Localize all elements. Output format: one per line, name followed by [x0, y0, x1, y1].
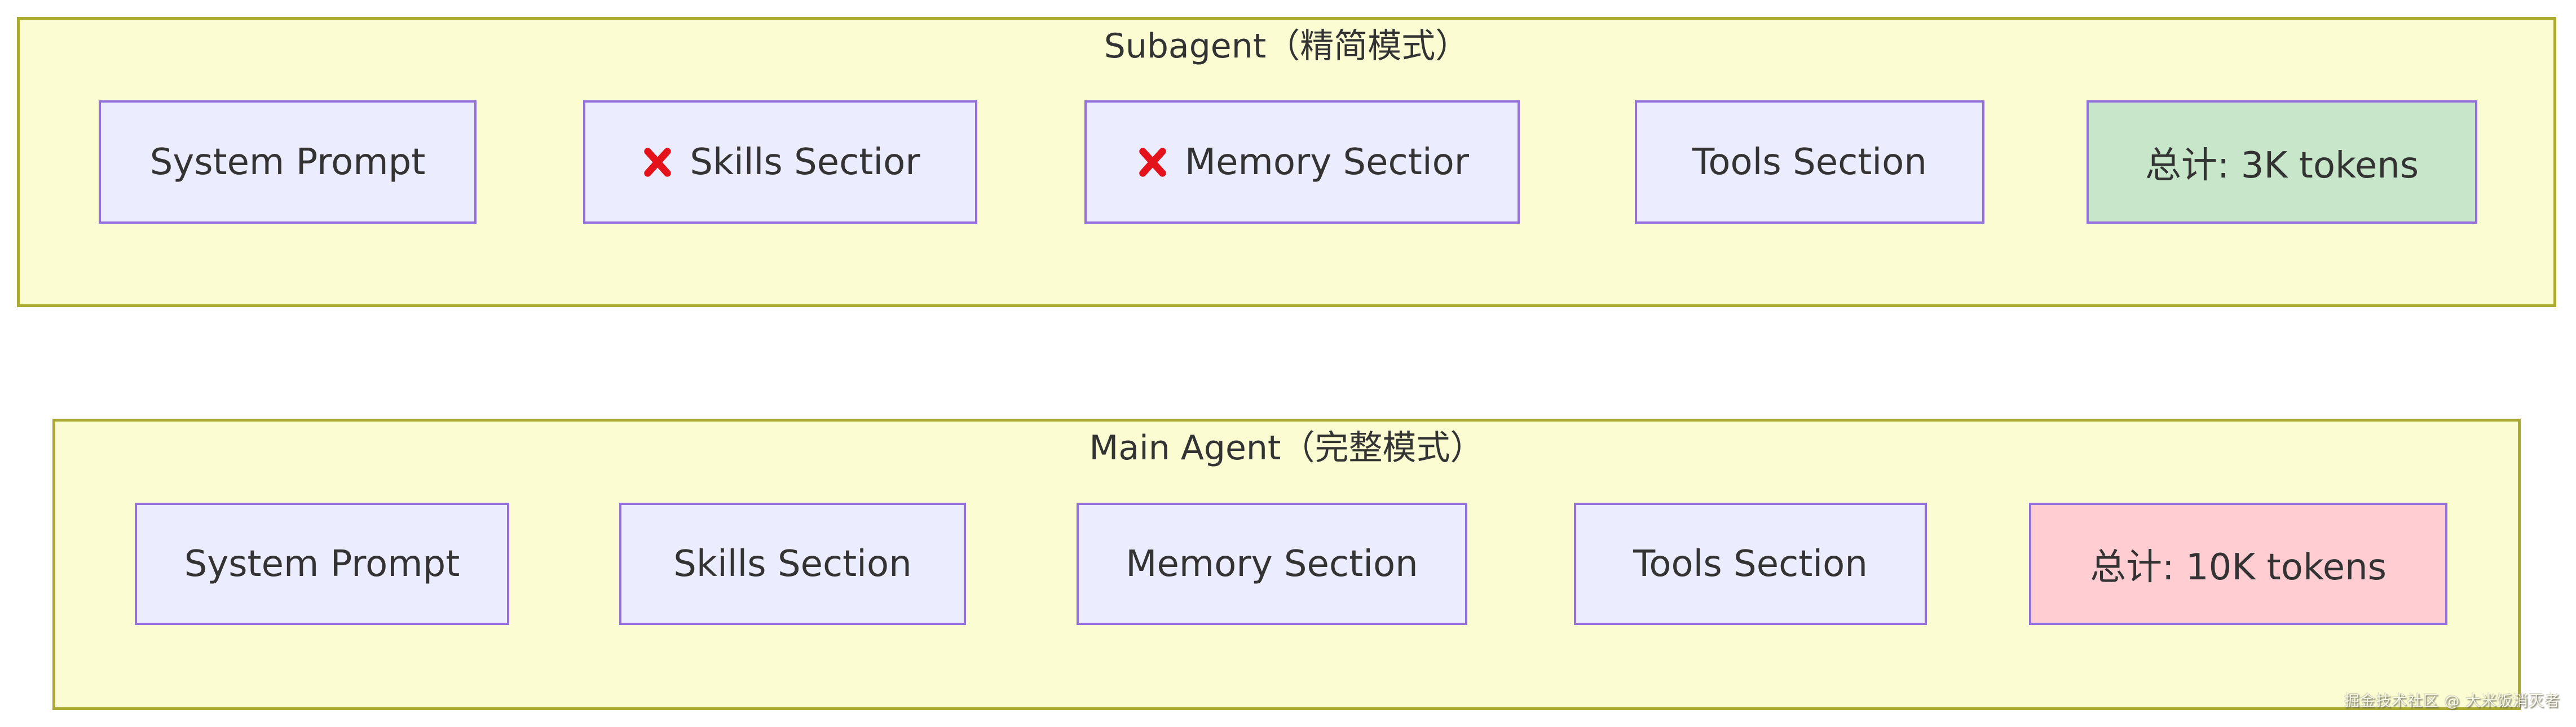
node-subagent-system-prompt: System Prompt	[99, 100, 477, 224]
node-label: Skills Section	[673, 543, 912, 585]
node-label: 总计: 10K tokens	[2090, 546, 2387, 588]
node-subagent-memory-section: Memory Sectior	[1084, 100, 1520, 224]
node-label: Memory Section	[1126, 543, 1418, 585]
node-subagent-tools-section: Tools Section	[1635, 100, 1984, 224]
cross-mark-icon	[644, 147, 672, 177]
node-main-skills-section: Skills Section	[619, 503, 966, 625]
node-main-total-tokens: 总计: 10K tokens	[2029, 503, 2447, 625]
node-label: Skills Sectior	[690, 141, 920, 183]
node-main-system-prompt: System Prompt	[135, 503, 509, 625]
node-subagent-skills-section: Skills Sectior	[583, 100, 977, 224]
node-label: Memory Sectior	[1184, 141, 1470, 183]
node-main-memory-section: Memory Section	[1077, 503, 1467, 625]
node-subagent-total-tokens: 总计: 3K tokens	[2087, 100, 2477, 224]
cluster-subagent: Subagent（精简模式） System Prompt Skills Sect…	[17, 17, 2556, 307]
node-label: 总计: 3K tokens	[2145, 144, 2419, 187]
node-label: Tools Section	[1692, 141, 1927, 183]
cluster-main-agent: Main Agent（完整模式） System Prompt Skills Se…	[52, 419, 2521, 710]
node-label: Tools Section	[1633, 543, 1868, 585]
node-label: System Prompt	[149, 141, 426, 183]
node-main-tools-section: Tools Section	[1574, 503, 1927, 625]
cluster-main-agent-title: Main Agent（完整模式）	[1089, 428, 1484, 468]
node-label: System Prompt	[184, 543, 460, 585]
cross-mark-icon	[1139, 147, 1166, 177]
cluster-subagent-title: Subagent（精简模式）	[1104, 26, 1470, 66]
watermark-text: 掘金技术社区 @ 大米饭消灭者	[2344, 693, 2560, 710]
